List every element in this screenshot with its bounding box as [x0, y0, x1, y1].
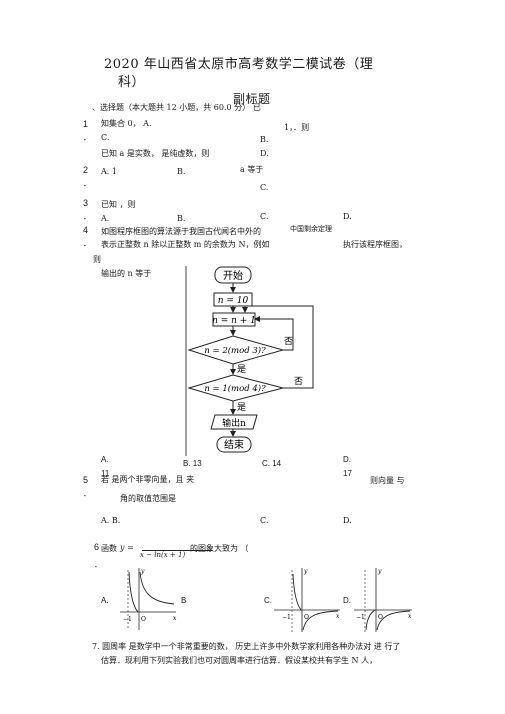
q6-graph-a: −1 O x y [120, 568, 177, 630]
q3-option-a: A. [101, 214, 110, 223]
svg-text:−1: −1 [123, 616, 132, 623]
q4-stem-b: 中国剩余定理 [290, 225, 332, 233]
q4-option-a: A. [101, 455, 109, 464]
flow-yes-label-1: 是 [237, 364, 246, 375]
q5-option-ab: A. B. [101, 516, 121, 525]
q2-option-b: B. [177, 167, 186, 176]
q4-dot: ． [83, 239, 91, 248]
q3-stem: 已知 ，则 [101, 200, 136, 209]
flow-step-label: n = n + 1 [212, 316, 256, 326]
q1-option-b: B. [260, 135, 269, 144]
page-title: 2020 年山西省太原市高考数学二模试卷（理 [104, 57, 374, 72]
q4-option-d: D. [343, 455, 351, 464]
q1-line2: 已知 a 是实数， 是纯虚数，则 [101, 149, 210, 158]
flow-init-label: n = 10 [218, 296, 249, 306]
q1-mid: 1，．则 [284, 123, 310, 132]
q4-option-a-value: 11 [101, 469, 110, 478]
q6-option-c: C. [264, 596, 272, 605]
q1-number: 1 [83, 119, 89, 129]
q2-number: 2 [83, 165, 89, 175]
svg-text:y: y [377, 568, 382, 575]
svg-text:x: x [336, 613, 340, 620]
svg-text:O: O [141, 616, 146, 623]
q3-option-c: C. [260, 212, 269, 221]
svg-text:x: x [173, 615, 177, 622]
q4-line2-end: 执行该程序框图， [343, 240, 407, 249]
q5-stem-end: 则向量 与 [370, 476, 405, 485]
flow-end-node [216, 436, 252, 453]
q6-option-d: D. [343, 596, 351, 605]
q5-line2: 角的取值范围是 [120, 494, 176, 503]
svg-text:y: y [140, 568, 145, 575]
q5-option-c: C. [260, 516, 269, 525]
q7-line2: 估算．现利用下列实验我们也可对圆周率进行估算．假设某校共有学生 N 人， [101, 656, 378, 665]
q6-formula-denominator: x − ln(x + 1) [140, 551, 186, 559]
q4-line3: 则 [93, 255, 101, 264]
page-title-continued: 科） [118, 75, 146, 90]
q6-number: 6 [94, 542, 100, 552]
q5-dot: ． [83, 489, 91, 498]
q2-dot: ． [83, 179, 91, 188]
q4-stem-a: 如图程序框图的算法源于我国古代闻名中外的 [101, 227, 261, 236]
q6-graph-c: −1 O x y [274, 568, 340, 632]
q7-line1: 7. 圆周率 是数学中一个非常重要的数， 历史上许多中外数学家利用各种办法对 进… [92, 642, 401, 651]
q4-option-d-value: 17 [343, 469, 352, 478]
q3-dot: ． [83, 212, 91, 221]
svg-text:O: O [378, 614, 383, 621]
q4-number: 4 [83, 225, 89, 235]
q4-line2: 表示正整数 n 除以正整数 m 的余数为 N，例如 [101, 240, 270, 249]
section-heading: 、选择题（本大题共 12 小题，共 60.0 分） 已 [92, 103, 261, 112]
svg-text:x: x [408, 613, 412, 620]
q6-graph-d: −1 O x y [354, 568, 412, 632]
q3-option-b: B. [177, 214, 186, 223]
flow-no-label-1: 否 [284, 336, 293, 347]
q2-a-equals: a 等于 [240, 165, 264, 174]
flow-output-node [210, 414, 258, 430]
svg-text:−1: −1 [356, 614, 365, 621]
page-subtitle: 副标题 [233, 92, 271, 106]
q4-option-c: C. 14 [262, 459, 282, 468]
flow-no-label-2: 否 [294, 376, 303, 387]
svg-text:−1: −1 [282, 614, 291, 621]
q6-option-a: A. [101, 596, 109, 605]
q6-option-b: B [181, 596, 187, 605]
svg-text:y: y [303, 568, 308, 575]
q1-option-d: D. [260, 149, 269, 158]
flow-start-label: 开始 [223, 269, 243, 282]
q5-number: 5 [83, 475, 89, 485]
q4-line4: 输出的 n 等于 [101, 269, 152, 278]
q3-number: 3 [83, 198, 89, 208]
q2-option-c: C. [260, 183, 269, 192]
q6-stem-a: 函数 [101, 544, 117, 553]
q5-option-d: D. [343, 516, 352, 525]
q6-formula-lhs: y = [120, 543, 134, 552]
q1-option-c: C. [101, 133, 110, 142]
q6-dot: ． [94, 560, 102, 569]
q2-option-a: A. 1 [101, 167, 117, 176]
q1-dot: ． [83, 133, 91, 142]
flow-yes-label-2: 是 [237, 402, 246, 413]
q3-option-d: D. [343, 212, 352, 221]
flow-condition-1-label: n = 2(mod 3)? [204, 345, 266, 356]
svg-text:O: O [304, 614, 309, 621]
q5-stem: 若 是两个非零向量，且 夹 [101, 475, 195, 484]
q6-fraction-bar [142, 550, 212, 551]
program-flowchart: 开始 n = 10 n = n + 1 n = 2(mod 3)? 否 是 n … [185, 266, 314, 456]
q4-option-b: B. 13 [183, 459, 202, 468]
q1-stem: 知集合 0， A. [101, 119, 152, 128]
q6-stem-b: 的图象大致为 （ [190, 544, 249, 553]
flow-output-label: 输出n [222, 417, 246, 429]
flow-condition-2-label: n = 1(mod 4)? [204, 383, 266, 394]
flow-end-label: 结束 [224, 438, 244, 451]
